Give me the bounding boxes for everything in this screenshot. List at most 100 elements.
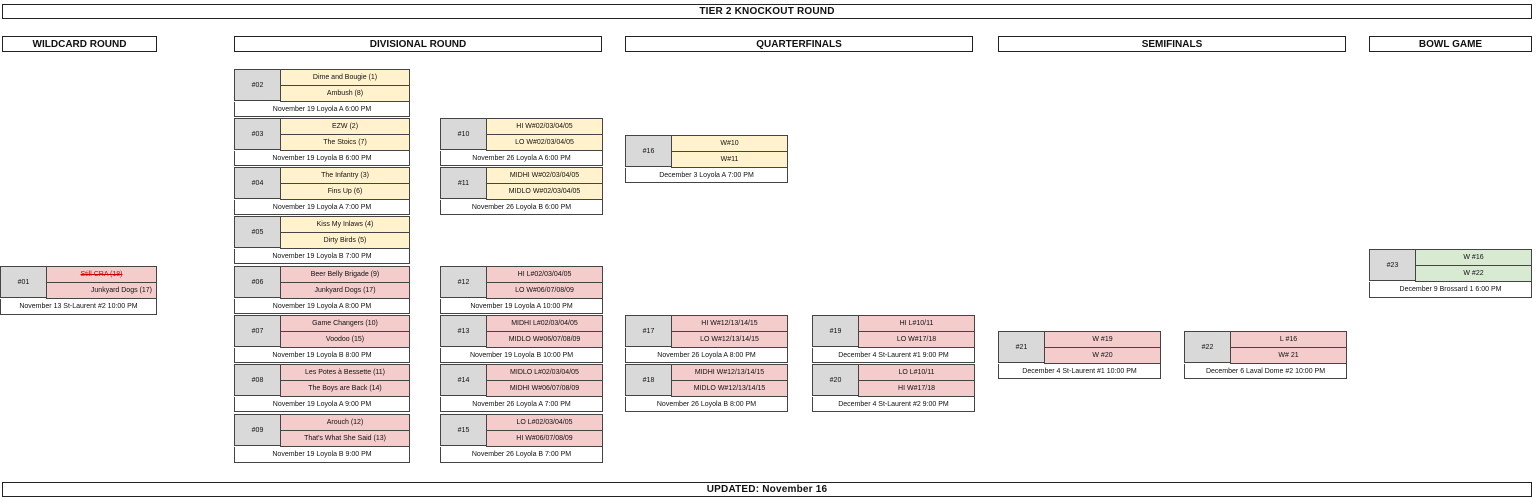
game-schedule: November 19 Loyola A 9:00 PM [234, 397, 410, 412]
team-bottom: Fins Up (6) [280, 183, 410, 200]
team-bottom-label: MIDHI W#06/07/08/09 [509, 385, 580, 392]
team-top: LO L#02/03/04/05 [486, 414, 603, 431]
team-bottom-label: LO W#06/07/08/09 [515, 287, 574, 294]
team-bottom: The Stoics (7) [280, 134, 410, 151]
game-schedule: December 6 Laval Dome #2 10:00 PM [1184, 364, 1347, 379]
round-header-bowl-game: BOWL GAME [1369, 36, 1532, 52]
team-bottom-label: Fins Up (6) [327, 188, 363, 195]
team-bottom: LO W#12/13/14/15 [671, 331, 788, 348]
game-number: #21 [998, 331, 1044, 363]
team-top-label: Beer Belly Brigade (9) [310, 271, 380, 278]
team-bottom: HI W#06/07/08/09 [486, 430, 603, 447]
team-bottom-label: W #22 [1463, 270, 1484, 277]
team-top-label: W #16 [1463, 254, 1484, 261]
team-bottom-label: Dirty Birds (5) [323, 237, 367, 244]
team-bottom-label: Ambush (8) [326, 90, 364, 97]
page-title: TIER 2 KNOCKOUT ROUND [2, 4, 1532, 19]
game-schedule: November 19 Loyola A 7:00 PM [234, 200, 410, 215]
team-top-label: Kiss My Inlaws (4) [316, 221, 374, 228]
game-schedule: December 4 St-Laurent #1 10:00 PM [998, 364, 1161, 379]
game-number: #04 [234, 167, 280, 199]
game-schedule: November 13 St-Laurent #2 10:00 PM [0, 299, 157, 315]
game-schedule: November 26 Loyola A 6:00 PM [440, 151, 603, 166]
team-top-label: LO L#02/03/04/05 [516, 419, 573, 426]
team-top-label: Arouch (12) [326, 419, 364, 426]
team-top: HI W#02/03/04/05 [486, 118, 603, 135]
team-bottom-label: HI W#17/18 [898, 385, 935, 392]
team-bottom: MIDLO W#12/13/14/15 [671, 380, 788, 397]
game-schedule: November 19 Loyola A 8:00 PM [234, 299, 410, 314]
team-top-label: Game Changers (10) [312, 320, 378, 327]
round-header-quarterfinals: QUARTERFINALS [625, 36, 973, 52]
team-top: MIDLO L#02/03/04/05 [486, 364, 603, 381]
team-bottom-label: Voodoo (15) [325, 336, 365, 343]
team-top: Les Potes à Bessette (11) [280, 364, 410, 381]
team-top: MIDHI W#12/13/14/15 [671, 364, 788, 381]
team-top: W #19 [1044, 331, 1161, 348]
team-bottom: W #20 [1044, 347, 1161, 364]
game-number: #03 [234, 118, 280, 150]
game-number: #14 [440, 364, 486, 396]
team-top: Still CRA (18) [46, 266, 157, 283]
team-bottom: HI W#17/18 [858, 380, 975, 397]
team-top: Arouch (12) [280, 414, 410, 431]
game-number: #07 [234, 315, 280, 347]
team-bottom: MIDLO W#06/07/08/09 [486, 331, 603, 348]
team-bottom-label: The Stoics (7) [323, 139, 367, 146]
game-schedule: November 26 Loyola B 7:00 PM [440, 447, 603, 463]
team-bottom-label: LO W#12/13/14/15 [700, 336, 759, 343]
game-schedule: December 4 St-Laurent #2 9:00 PM [812, 397, 975, 412]
team-top-label: L #16 [1279, 336, 1298, 343]
team-top-label: HI L#10/11 [899, 320, 934, 327]
team-top-label: EZW (2) [331, 123, 359, 130]
team-bottom: MIDHI W#06/07/08/09 [486, 380, 603, 397]
game-number: #05 [234, 216, 280, 248]
game-number: #22 [1184, 331, 1230, 363]
team-top: MIDHI W#02/03/04/05 [486, 167, 603, 184]
team-bottom: LO W#17/18 [858, 331, 975, 348]
team-bottom-label: MIDLO W#06/07/08/09 [508, 336, 581, 343]
game-number: #15 [440, 414, 486, 446]
team-top: W#10 [671, 135, 788, 152]
game-schedule: November 26 Loyola A 7:00 PM [440, 397, 603, 412]
team-top: W #16 [1415, 249, 1532, 266]
game-schedule: December 4 St-Laurent #1 9:00 PM [812, 348, 975, 363]
team-top: HI L#02/03/04/05 [486, 266, 603, 283]
team-bottom-label: W #20 [1092, 352, 1113, 359]
team-bottom-label: MIDLO W#12/13/14/15 [693, 385, 766, 392]
team-bottom: That's What She Said (13) [280, 430, 410, 447]
team-bottom-label: Junkyard Dogs (17) [314, 287, 376, 294]
team-bottom-label: LO W#02/03/04/05 [515, 139, 574, 146]
game-schedule: November 19 Loyola A 10:00 PM [440, 299, 603, 314]
team-top-label: HI L#02/03/04/05 [517, 271, 572, 278]
team-bottom: LO W#02/03/04/05 [486, 134, 603, 151]
game-number: #11 [440, 167, 486, 199]
team-bottom: Ambush (8) [280, 85, 410, 102]
game-schedule: November 19 Loyola B 9:00 PM [234, 447, 410, 463]
round-header-semifinals: SEMIFINALS [998, 36, 1346, 52]
team-bottom-label: MIDLO W#02/03/04/05 [508, 188, 581, 195]
